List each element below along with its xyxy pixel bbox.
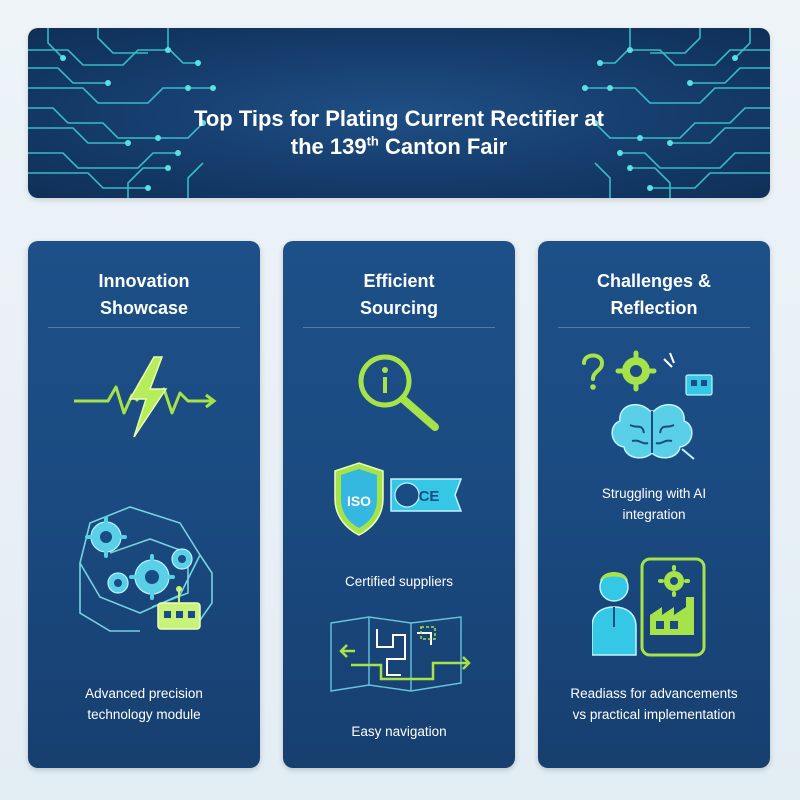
circuit-pattern-icon: [28, 28, 770, 198]
card-caption: Advanced precision technology module: [36, 683, 252, 725]
divider: [48, 327, 240, 328]
iso-badge-text: ISO: [347, 493, 371, 509]
iso-ce-certificate-icon: ISO CE: [334, 462, 463, 536]
card-title: Innovation Showcase: [28, 268, 260, 322]
divider: [558, 327, 750, 328]
caption-line-1: Easy navigation: [351, 724, 447, 739]
gears-circuit-module-icon: [79, 506, 213, 632]
ce-badge-text: CE: [419, 488, 440, 505]
page-title: Top Tips for Plating Current Rectifier a…: [28, 105, 770, 161]
caption-line-2: integration: [622, 507, 686, 522]
card-title-line-1: Challenges &: [596, 271, 712, 291]
title-line-2-post: Canton Fair: [378, 134, 508, 159]
magnifier-info-icon: [358, 354, 439, 431]
card-title: Efficient Sourcing: [283, 268, 515, 322]
card-title-line-2: Sourcing: [359, 298, 438, 318]
question-gear-brain-icon: [582, 350, 713, 460]
card-caption: Struggling with AI integration: [546, 483, 762, 525]
card-innovation-showcase: Innovation Showcase: [28, 241, 260, 768]
caption-line-2: technology module: [87, 707, 201, 722]
card-caption: Readiass for advancements vs practical i…: [546, 683, 762, 725]
card-title-line-2: Showcase: [99, 298, 189, 318]
caption-line-1: Advanced precision: [85, 686, 203, 701]
lightning-pulse-icon: [74, 356, 217, 438]
divider: [303, 327, 495, 328]
card-title-line-2: Reflection: [610, 298, 698, 318]
card-challenges-reflection: Challenges & Reflection Struggling with …: [538, 241, 770, 768]
card-efficient-sourcing: Efficient Sourcing ISO CE Certified supp…: [283, 241, 515, 768]
caption-line-1: Certified suppliers: [344, 574, 454, 589]
card-caption: Certified suppliers: [291, 571, 507, 592]
caption-line-1: Readiass for advancements: [570, 686, 738, 701]
card-caption: Easy navigation: [291, 721, 507, 742]
card-title-line-1: Efficient: [363, 271, 435, 291]
map-route-icon: [330, 616, 471, 692]
caption-line-1: Struggling with AI: [601, 486, 707, 501]
header-banner: Top Tips for Plating Current Rectifier a…: [28, 28, 770, 198]
person-factory-screen-icon: [592, 557, 706, 657]
card-title-line-1: Innovation: [98, 271, 190, 291]
title-line-2-pre: the 139: [290, 134, 367, 159]
title-line-2-sup: th: [366, 133, 379, 149]
card-title: Challenges & Reflection: [538, 268, 770, 322]
caption-line-2: vs practical implementation: [572, 707, 736, 722]
title-line-1: Top Tips for Plating Current Rectifier a…: [194, 106, 604, 131]
